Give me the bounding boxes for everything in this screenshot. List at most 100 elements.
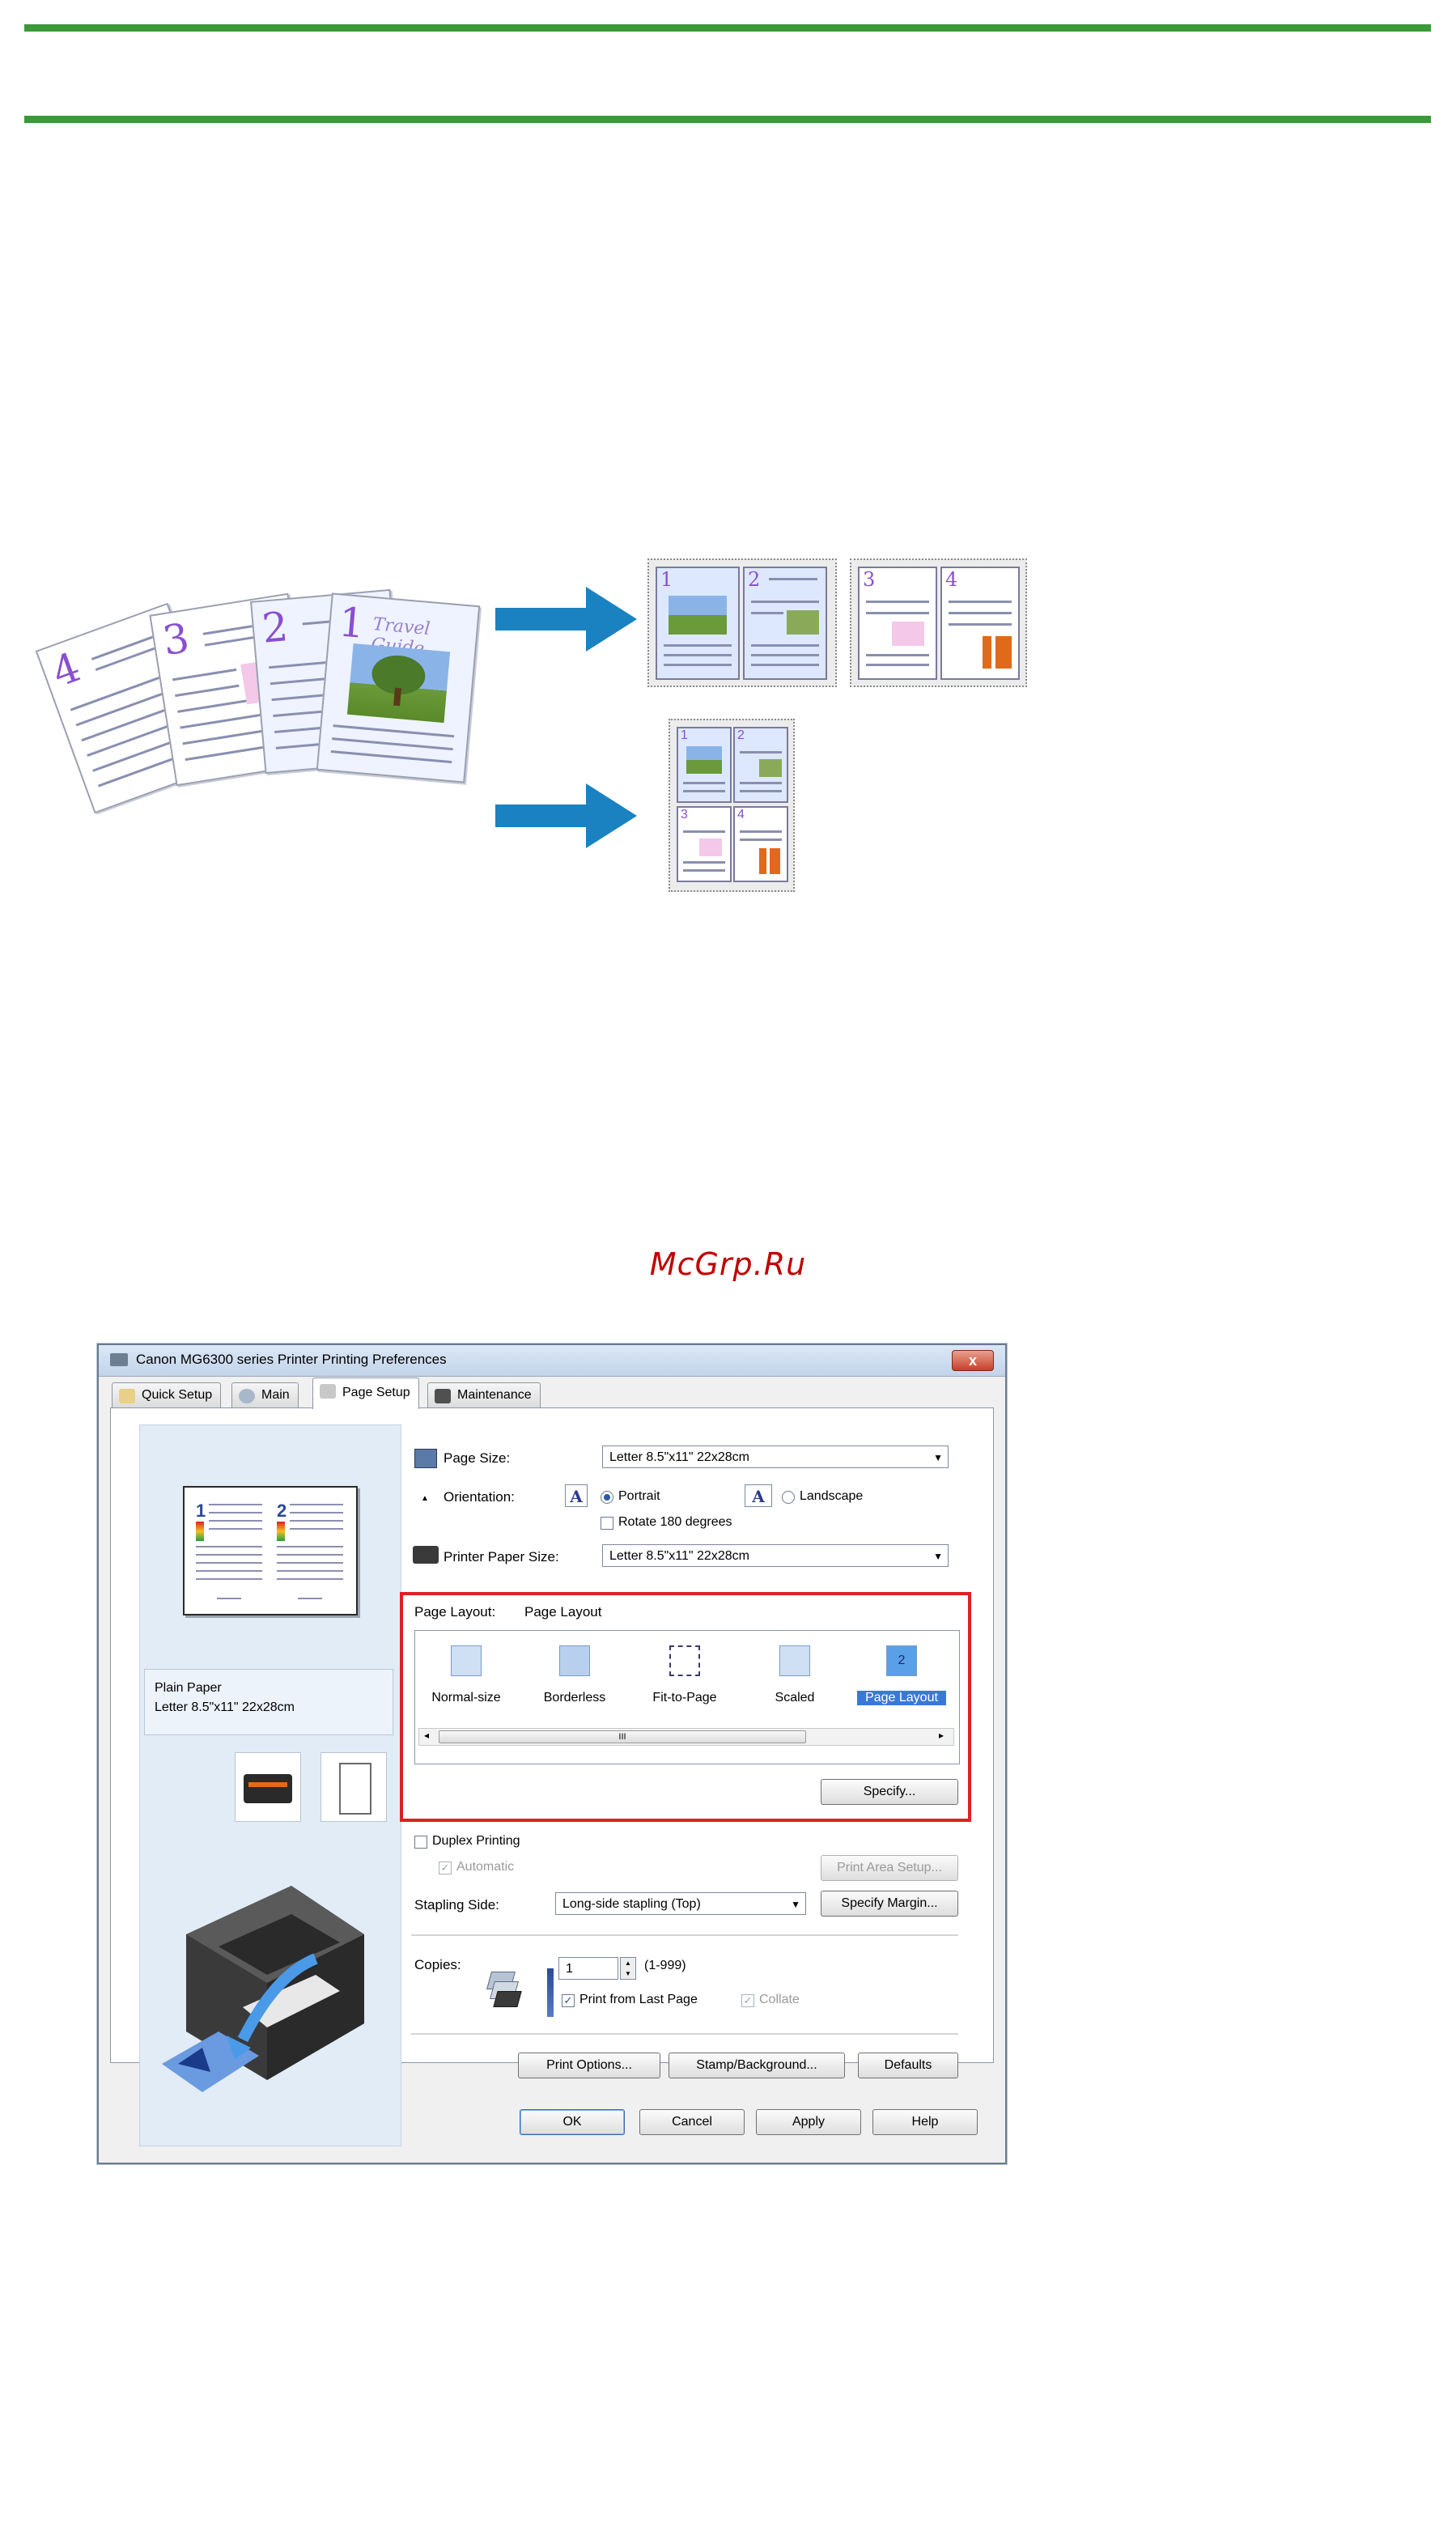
printer-icon <box>110 1353 128 1366</box>
borderless-icon[interactable] <box>559 1645 590 1676</box>
rotate-180-checkbox[interactable] <box>601 1517 613 1530</box>
page-size-select[interactable]: Letter 8.5"x11" 22x28cm▼ <box>602 1446 949 1468</box>
page-layout-value: Page Layout <box>524 1604 602 1620</box>
print-from-last-page-label[interactable]: Print from Last Page <box>579 1993 698 2006</box>
automatic-checkbox[interactable]: ✓ <box>439 1862 452 1874</box>
print-area-setup-button[interactable]: Print Area Setup... <box>821 1855 958 1881</box>
specify-margin-button[interactable]: Specify Margin... <box>821 1891 958 1917</box>
layout-option-page-layout[interactable]: Page Layout <box>857 1691 946 1705</box>
rotate-180-label[interactable]: Rotate 180 degrees <box>618 1515 732 1529</box>
page-number: 4 <box>45 643 87 697</box>
duplex-printing-checkbox[interactable] <box>414 1836 427 1849</box>
printer-paper-size-select[interactable]: Letter 8.5"x11" 22x28cm▼ <box>602 1544 949 1567</box>
printer-thumbnail-icon <box>235 1752 301 1822</box>
four-up-sheet: 1 2 3 4 <box>669 719 795 892</box>
page-layout-list[interactable]: Normal-size Borderless Fit-to-Page Scale… <box>414 1630 960 1764</box>
page-number: 3 <box>863 568 876 591</box>
divider <box>411 2033 958 2036</box>
stamp-background-button[interactable]: Stamp/Background... <box>669 2053 845 2078</box>
scroll-right-icon[interactable]: ▸ <box>939 1730 944 1741</box>
stapling-side-select[interactable]: Long-side stapling (Top)▼ <box>555 1892 806 1915</box>
page-number: 1 <box>337 598 367 647</box>
print-options-button[interactable]: Print Options... <box>518 2053 660 2078</box>
printer-illustration-icon <box>162 1886 364 2092</box>
header-rule <box>24 116 1431 123</box>
layout-option-normal-size[interactable]: Normal-size <box>431 1691 501 1705</box>
page-number: 2 <box>277 1501 287 1521</box>
page-number: 3 <box>159 613 193 665</box>
page-layout-icon[interactable]: 2 <box>886 1645 917 1676</box>
layout-option-borderless[interactable]: Borderless <box>543 1691 606 1705</box>
top-rule <box>24 24 1431 32</box>
page-size-label: Page Size: <box>444 1450 511 1466</box>
layout-option-scaled[interactable]: Scaled <box>775 1691 815 1705</box>
scaled-icon[interactable] <box>779 1645 810 1676</box>
orientation-icon: ▲ <box>421 1494 429 1503</box>
arrow-right-icon <box>495 587 637 652</box>
chevron-down-icon: ▼ <box>933 1551 943 1562</box>
page-number: 2 <box>737 728 745 742</box>
print-from-last-page-checkbox[interactable]: ✓ <box>562 1994 575 2007</box>
chevron-down-icon: ▼ <box>933 1452 943 1463</box>
scroll-thumb[interactable]: III <box>439 1730 806 1743</box>
printer-paper-size-label: Printer Paper Size: <box>444 1549 559 1564</box>
portrait-icon: A <box>565 1484 588 1507</box>
copies-spinner[interactable]: ▲▼ <box>620 1957 636 1980</box>
tree-photo <box>346 643 451 724</box>
collate-checkbox[interactable]: ✓ <box>741 1994 754 2007</box>
normal-size-icon[interactable] <box>451 1645 482 1676</box>
page-number: 4 <box>945 568 958 591</box>
page-setup-icon <box>320 1384 336 1399</box>
ok-button[interactable]: OK <box>520 2109 625 2135</box>
tab-page-setup[interactable]: Page Setup <box>312 1378 419 1409</box>
page-number: 1 <box>196 1501 206 1521</box>
copies-input[interactable]: 1 <box>558 1957 618 1980</box>
quick-setup-icon <box>119 1389 135 1403</box>
page-number: 4 <box>737 808 745 821</box>
cancel-button[interactable]: Cancel <box>639 2109 745 2135</box>
divider <box>411 1934 958 1937</box>
help-button[interactable]: Help <box>872 2109 978 2135</box>
apply-button[interactable]: Apply <box>756 2109 861 2135</box>
printer-paper-icon <box>413 1546 439 1564</box>
copies-range: (1-999) <box>644 1959 686 1972</box>
page-size-icon <box>414 1449 437 1468</box>
main-icon <box>239 1389 255 1403</box>
layout-horizontal-scrollbar[interactable]: ◂ III ▸ <box>418 1728 954 1746</box>
page-number: 1 <box>660 568 673 591</box>
defaults-button[interactable]: Defaults <box>858 2053 958 2078</box>
tab-maintenance[interactable]: Maintenance <box>427 1382 541 1407</box>
watermark: McGrp.Ru <box>649 1246 807 1282</box>
page-layout-highlight <box>400 1592 971 1822</box>
window-title: Canon MG6300 series Printer Printing Pre… <box>136 1352 447 1367</box>
stapling-side-label: Stapling Side: <box>414 1897 499 1913</box>
media-info-box: Plain Paper Letter 8.5"x11" 22x28cm <box>144 1669 393 1735</box>
landscape-radio[interactable] <box>782 1491 795 1504</box>
close-button[interactable]: x <box>952 1350 994 1371</box>
copies-label: Copies: <box>414 1957 461 1972</box>
landscape-label[interactable]: Landscape <box>800 1489 864 1503</box>
layout-option-fit-to-page[interactable]: Fit-to-Page <box>652 1691 717 1705</box>
chevron-down-icon: ▼ <box>791 1899 800 1910</box>
paper-thumbnail-icon <box>320 1752 387 1822</box>
portrait-radio[interactable] <box>601 1491 613 1504</box>
collate-label: Collate <box>759 1993 800 2006</box>
duplex-printing-label[interactable]: Duplex Printing <box>432 1834 520 1848</box>
page-number: 3 <box>681 808 688 821</box>
tab-main[interactable]: Main <box>231 1382 299 1407</box>
page-layout-label: Page Layout: <box>414 1604 496 1620</box>
media-size-text: Letter 8.5"x11" 22x28cm <box>155 1700 295 1714</box>
source-page-1: 1 Travel Guide <box>316 592 481 783</box>
portrait-label[interactable]: Portrait <box>618 1489 660 1503</box>
specify-button[interactable]: Specify... <box>821 1779 958 1805</box>
arrow-right-icon <box>495 783 637 848</box>
title-bar[interactable]: Canon MG6300 series Printer Printing Pre… <box>99 1345 1005 1377</box>
fit-to-page-icon[interactable] <box>669 1645 700 1676</box>
copies-icon <box>486 1972 522 2007</box>
automatic-label: Automatic <box>456 1860 515 1874</box>
orientation-label: Orientation: <box>444 1489 515 1505</box>
tab-quick-setup[interactable]: Quick Setup <box>112 1382 222 1407</box>
preview-page: 1 2 <box>183 1486 358 1615</box>
page-number: 1 <box>681 728 688 742</box>
scroll-left-icon[interactable]: ◂ <box>424 1730 430 1741</box>
